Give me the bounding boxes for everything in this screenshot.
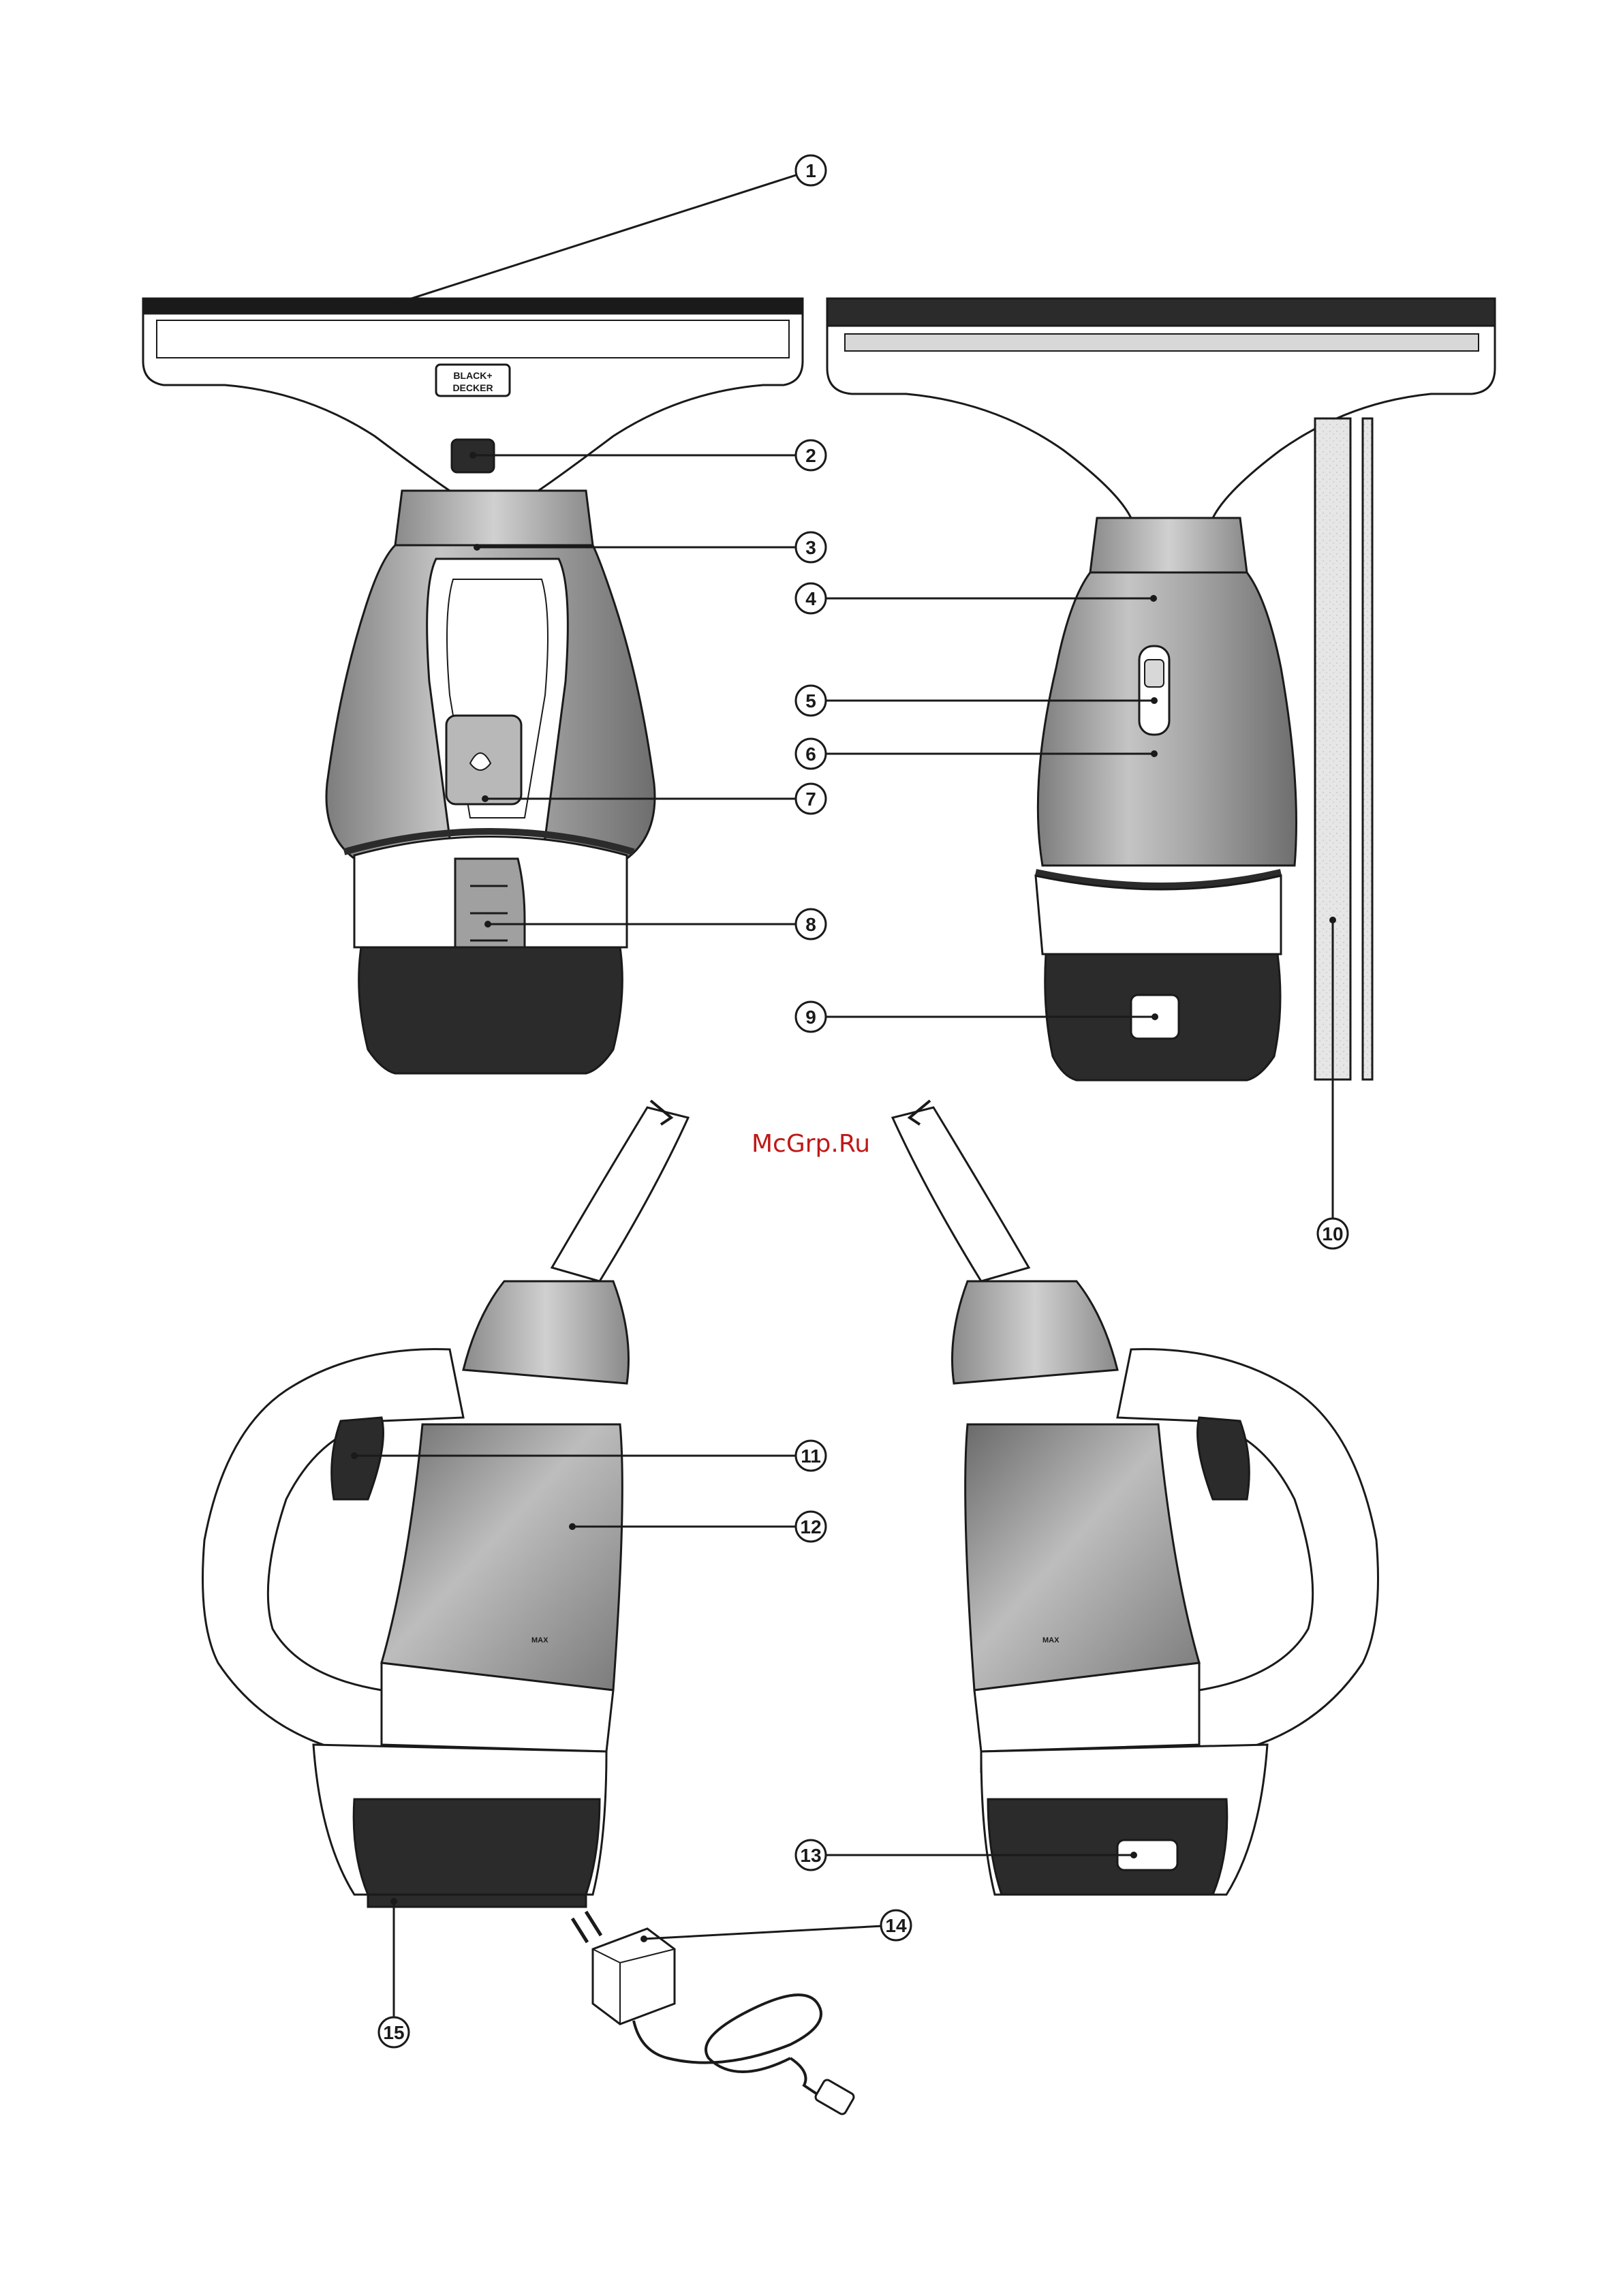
callout-dot-14 bbox=[640, 1935, 647, 1942]
callout-dot-9 bbox=[1151, 1013, 1158, 1020]
usb-plug bbox=[814, 2079, 855, 2115]
callout-number-3: 3 bbox=[805, 537, 816, 558]
callout-dot-11 bbox=[351, 1452, 358, 1459]
callout-dot-5 bbox=[1151, 697, 1158, 704]
front-collar bbox=[395, 491, 593, 545]
front-view bbox=[143, 299, 803, 1073]
right-collar bbox=[953, 1281, 1118, 1383]
left-side-view bbox=[203, 1101, 689, 1907]
callout-number-10: 10 bbox=[1322, 1223, 1343, 1244]
callout-dot-15 bbox=[390, 1898, 397, 1905]
callout-leader-14 bbox=[644, 1925, 896, 1939]
callout-dot-8 bbox=[484, 921, 491, 928]
callout-leader-1 bbox=[382, 170, 811, 308]
callout-number-11: 11 bbox=[801, 1445, 821, 1467]
left-trigger bbox=[332, 1418, 384, 1499]
back-collar bbox=[1090, 518, 1247, 572]
left-nozzle bbox=[552, 1107, 688, 1281]
brand-text-1: BLACK+ bbox=[453, 370, 492, 381]
right-nozzle bbox=[893, 1107, 1029, 1281]
callout-dot-3 bbox=[474, 544, 480, 551]
callout-number-4: 4 bbox=[805, 588, 816, 609]
callout-number-15: 15 bbox=[383, 2022, 404, 2043]
front-battery-base bbox=[359, 947, 623, 1073]
callout-number-13: 13 bbox=[800, 1845, 821, 1866]
callout-dot-12 bbox=[569, 1523, 576, 1530]
callout-dot-10 bbox=[1329, 917, 1336, 923]
right-battery-base bbox=[988, 1799, 1227, 1895]
back-view bbox=[827, 299, 1495, 1080]
callout-dot-2 bbox=[469, 452, 476, 459]
callout-dot-13 bbox=[1130, 1852, 1137, 1858]
callout-number-2: 2 bbox=[805, 445, 816, 466]
charger-adapter bbox=[593, 1929, 675, 2024]
callout-number-1: 1 bbox=[805, 160, 816, 181]
callout-number-6: 6 bbox=[805, 744, 816, 765]
callout-dot-7 bbox=[482, 795, 489, 802]
microfiber-pad-edge bbox=[1363, 418, 1372, 1080]
callout-number-12: 12 bbox=[800, 1516, 821, 1537]
callout-dot-6 bbox=[1151, 750, 1158, 757]
right-max-label: MAX bbox=[1042, 1636, 1060, 1644]
right-trigger bbox=[1198, 1418, 1250, 1499]
left-water-tank bbox=[382, 1424, 622, 1690]
left-battery-base bbox=[354, 1799, 600, 1895]
front-squeegee-blade bbox=[143, 299, 803, 313]
callout-number-7: 7 bbox=[805, 789, 816, 810]
left-max-label: MAX bbox=[531, 1636, 548, 1644]
right-water-tank bbox=[965, 1424, 1199, 1690]
callout-number-8: 8 bbox=[805, 914, 816, 935]
charger bbox=[572, 1912, 855, 2115]
back-head bbox=[827, 326, 1495, 518]
callout-dot-4 bbox=[1150, 595, 1157, 602]
watermark: McGrp.Ru bbox=[752, 1130, 870, 1158]
left-collar bbox=[463, 1281, 629, 1383]
callout-dot-1 bbox=[378, 305, 385, 311]
right-side-view bbox=[893, 1101, 1378, 1895]
callout-number-9: 9 bbox=[805, 1007, 816, 1028]
brand-text-2: DECKER bbox=[452, 382, 493, 393]
callout-number-14: 14 bbox=[885, 1915, 907, 1936]
callout-number-5: 5 bbox=[805, 690, 816, 711]
back-squeegee-blade bbox=[827, 299, 1495, 326]
